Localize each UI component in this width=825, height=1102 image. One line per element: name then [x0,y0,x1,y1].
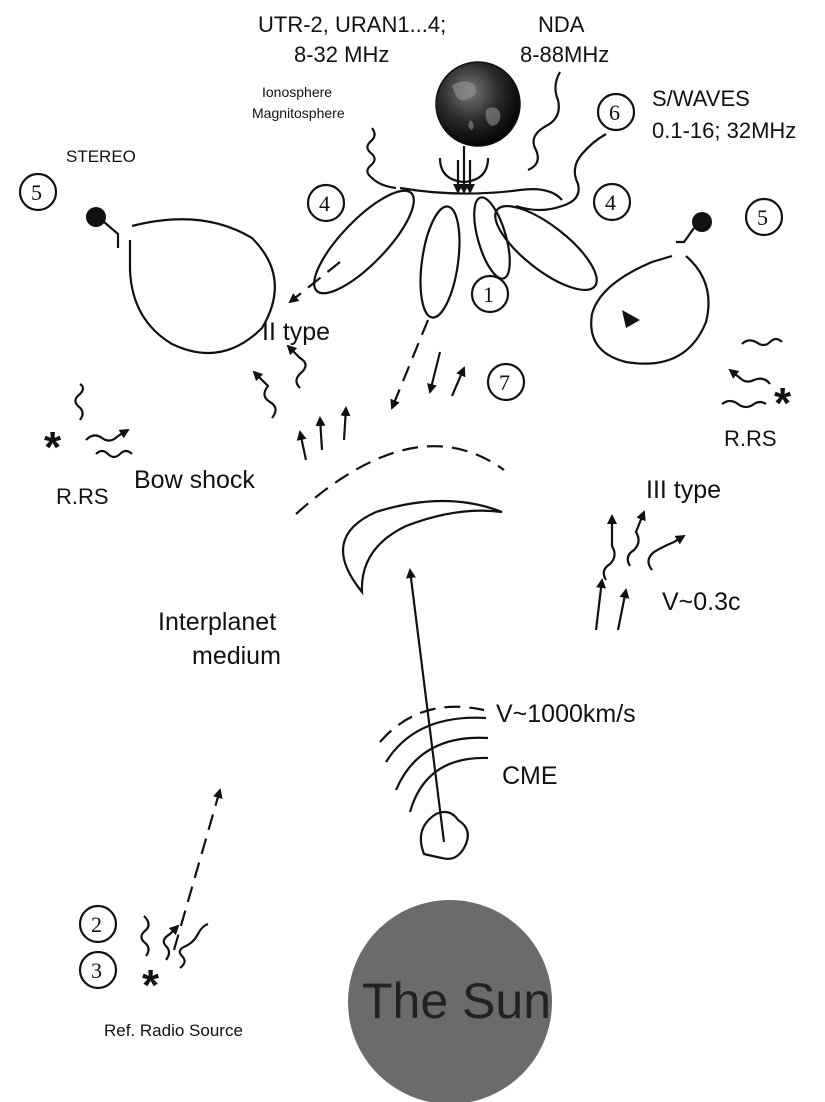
sun: The Sun [348,900,552,1102]
label-type3: III type [646,476,721,504]
marker-4-right: 4 [594,184,630,220]
label-type2: II type [262,318,330,346]
rrs-left: * R.RS [44,384,132,509]
wavy-arrow-type2-a [254,372,276,418]
svg-text:2: 2 [91,912,102,937]
dashed-arrow-center [392,320,428,408]
label-stereo: STEREO [66,147,136,166]
wavy-line-ionosphere [367,128,396,188]
stereo-right-loop [591,256,708,364]
svg-text:5: 5 [757,205,768,230]
rrs-left-star: * [44,423,62,472]
wavy-arrow-type2-b [288,346,306,388]
svg-text:4: 4 [319,191,330,216]
ref-radio-source: * [141,916,208,1010]
bow-shock-arrow-2 [320,418,322,450]
svg-text:4: 4 [605,190,616,215]
solar-prominence [421,812,468,859]
marker-6: 6 [598,94,634,130]
marker-7: 7 [488,364,524,400]
label-v-type3: V~0.3c [662,588,741,616]
label-utr2-freq: 8-32 MHz [294,42,389,67]
svg-text:5: 5 [31,180,42,205]
stereo-right-antenna-ball [692,212,712,232]
stereo-right [591,212,712,364]
svg-text:6: 6 [609,100,620,125]
label-earth: Earth [524,89,572,111]
dashed-arrow-type2 [290,262,340,302]
ref-source-dashed-arrow [174,790,220,950]
label-v-cme: V~1000km/s [496,700,636,728]
label-rrs-right: R.RS [724,426,777,451]
svg-text:7: 7 [499,370,510,395]
rrs-right: * R.RS [722,339,792,451]
label-interplanet: Interplanet [158,608,276,636]
lobe-center [414,204,465,320]
svg-text:3: 3 [91,958,102,983]
stereo-left [86,207,275,353]
svg-text:1: 1 [483,282,494,307]
label-sun: The Sun [362,973,551,1029]
wavy-line-nda [528,72,560,170]
stereo-left-loop [130,219,275,353]
label-nda-freq: 8-88MHz [520,42,609,67]
label-utr2: UTR-2, URAN1...4; [258,12,446,37]
marker-5-right: 5 [746,199,782,235]
label-rrs-left: R.RS [56,484,109,509]
arrow-down-1 [430,352,440,392]
label-swaves: S/WAVES [652,86,750,111]
label-medium: medium [192,642,281,670]
earth-globe [436,62,520,146]
label-ionosphere: Ionosphere [262,84,332,100]
earth-antenna [440,146,488,192]
label-swaves-freq: 0.1-16; 32MHz [652,118,796,143]
label-nda: NDA [538,12,585,37]
rrs-right-star: * [774,379,792,428]
crescent-shock [343,501,502,592]
ref-source-star: * [142,961,160,1010]
label-cme: CME [502,762,558,790]
label-bow-shock: Bow shock [134,466,255,494]
marker-1: 1 [472,276,508,312]
marker-3: 3 [80,952,116,988]
arrow-up-1 [452,368,464,396]
label-ref-radio-source: Ref. Radio Source [104,1021,243,1040]
marker-2: 2 [80,906,116,942]
marker-5-left: 5 [20,174,56,210]
bow-shock-arrow-3 [344,408,346,440]
bow-shock-arrow-1 [300,432,306,460]
cme-main-arrow [410,570,444,842]
stereo-left-antenna-ball [86,207,106,227]
label-magnitosphere: Magnitosphere [252,105,345,121]
earth: Earth [436,62,572,146]
marker-4-left: 4 [308,185,344,221]
